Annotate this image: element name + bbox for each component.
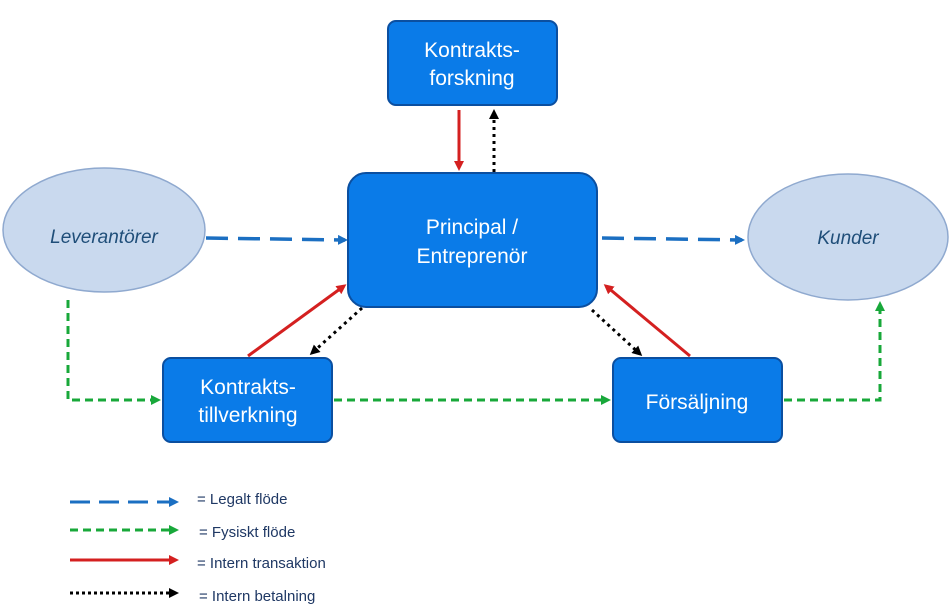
sales-label: Försäljning <box>646 391 749 414</box>
payment-principal-sales <box>590 308 643 357</box>
manufacturing-label-line2: tillverkning <box>198 404 297 427</box>
sales-node: Försäljning <box>612 357 783 443</box>
customers-label: Kunder <box>817 228 879 249</box>
principal-label-line1: Principal / <box>426 216 518 239</box>
legend: = Legalt flöde = Fysiskt flöde = Intern … <box>70 491 326 605</box>
suppliers-label: Leverantörer <box>50 227 158 248</box>
principal-node: Principal / Entreprenör <box>347 172 598 308</box>
legend-item-payment: = Intern betalning <box>70 588 315 605</box>
legal-flow-principal-customers <box>601 234 745 245</box>
manufacturing-label-line1: Kontrakts- <box>200 376 296 399</box>
manufacturing-node: Kontrakts- tillverkning <box>162 357 333 443</box>
principal-label-line2: Entreprenör <box>417 245 528 268</box>
customers-node: Kunder <box>747 173 949 301</box>
legend-physical-label: = Fysiskt flöde <box>199 524 295 541</box>
legend-transaction-label: = Intern transaktion <box>197 555 326 572</box>
transaction-manufacturing-principal <box>247 284 347 358</box>
physical-flow-suppliers-manufacturing <box>66 300 161 405</box>
physical-flow-sales-customers <box>784 301 885 402</box>
legend-payment-label: = Intern betalning <box>199 588 315 605</box>
payment-principal-manufacturing <box>309 306 364 356</box>
research-label-line1: Kontrakts- <box>424 39 520 62</box>
legend-item-legal: = Legalt flöde <box>70 491 288 508</box>
suppliers-node: Leverantörer <box>2 167 206 293</box>
legal-flow-suppliers-principal <box>205 234 348 245</box>
legend-legal-label: = Legalt flöde <box>197 491 288 508</box>
research-label-line2: forskning <box>429 67 514 90</box>
edges <box>66 109 885 405</box>
transaction-sales-principal <box>603 284 691 358</box>
research-node: Kontrakts- forskning <box>387 20 558 106</box>
legend-item-physical: = Fysiskt flöde <box>70 524 295 541</box>
legend-item-transaction: = Intern transaktion <box>70 555 326 572</box>
